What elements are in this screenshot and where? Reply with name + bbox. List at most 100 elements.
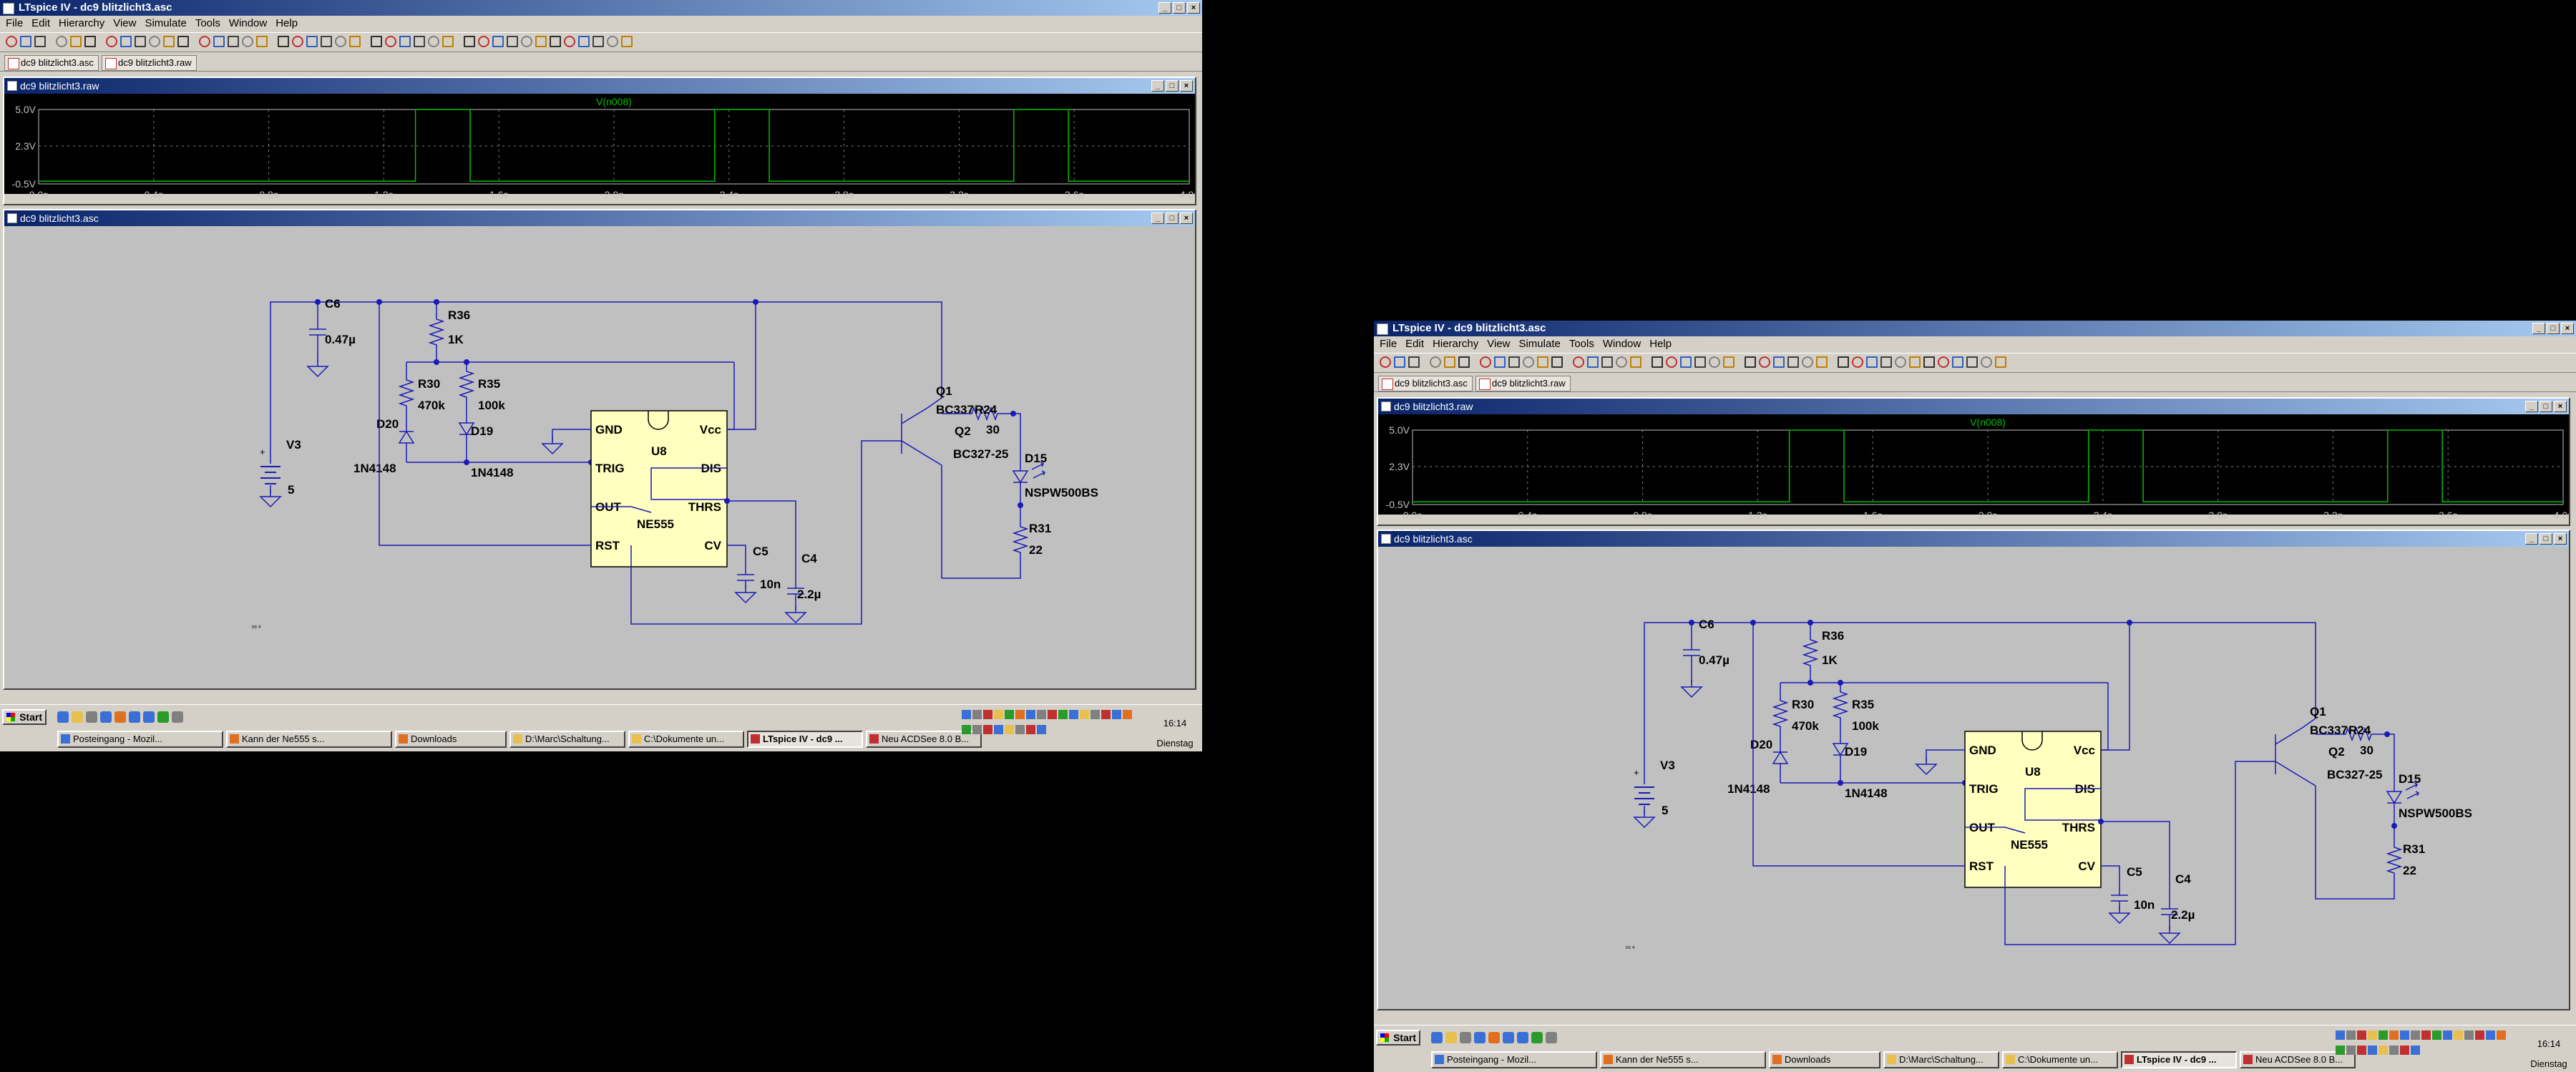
tray-app-icon[interactable] — [1080, 710, 1089, 719]
menu-view[interactable]: View — [1487, 338, 1511, 350]
close-button[interactable]: × — [1180, 213, 1193, 224]
wire-icon[interactable] — [1773, 356, 1785, 368]
wire[interactable] — [318, 301, 942, 346]
menu-file[interactable]: File — [6, 17, 24, 29]
zoom-in-icon[interactable] — [1480, 356, 1491, 368]
wire[interactable] — [270, 301, 318, 464]
delete-icon[interactable] — [1952, 356, 1963, 368]
tray-app-icon[interactable] — [983, 710, 992, 719]
tile-horizontal-icon[interactable] — [213, 36, 225, 47]
minimize-button[interactable]: _ — [2525, 533, 2538, 545]
label-net-icon[interactable] — [428, 36, 439, 47]
tray-app-icon[interactable] — [2368, 1030, 2377, 1040]
redo-icon[interactable] — [1723, 356, 1735, 368]
tray-app-icon[interactable] — [2346, 1030, 2356, 1040]
wire[interactable] — [2101, 623, 2130, 751]
capacitor-c6[interactable] — [1683, 623, 1700, 683]
wire[interactable] — [2275, 761, 2316, 786]
tray-app-icon[interactable] — [962, 725, 971, 734]
schematic-drawing[interactable]: +V35C60.47µR361KR30470kD201N4148R35100kD… — [1378, 547, 2569, 1009]
run-icon[interactable] — [70, 36, 82, 47]
tray-app-icon[interactable] — [1112, 710, 1121, 719]
tray-app-icon[interactable] — [2336, 1030, 2345, 1040]
ic-ne555-body[interactable] — [590, 410, 728, 567]
tray-app-icon[interactable] — [2389, 1046, 2399, 1055]
tile-vertical-icon[interactable] — [1601, 356, 1613, 368]
settings-icon[interactable] — [172, 711, 183, 723]
spice-icon[interactable] — [621, 36, 633, 47]
tray-app-icon[interactable] — [1058, 710, 1068, 719]
taskbar-button-5[interactable]: LTspice IV - dc9 ... — [747, 731, 863, 748]
spice-directive-icon[interactable] — [1759, 356, 1770, 368]
taskbar-button-6[interactable]: Neu ACDSee 8.0 B... — [2240, 1051, 2356, 1068]
zoom-out-icon[interactable] — [120, 36, 132, 47]
close-button[interactable]: × — [2561, 323, 2574, 334]
tray-app-icon[interactable] — [2486, 1030, 2495, 1040]
capacitor-icon[interactable] — [464, 36, 475, 47]
close-windows-icon[interactable] — [1630, 356, 1641, 368]
tray-app-icon[interactable] — [2389, 1030, 2399, 1040]
battery-v3[interactable] — [1634, 786, 1654, 805]
minimize-button[interactable]: _ — [1158, 2, 1171, 14]
menu-file[interactable]: File — [1380, 338, 1397, 350]
tray-app-icon[interactable] — [2346, 1046, 2356, 1055]
wire[interactable] — [901, 440, 942, 466]
tray-app-icon[interactable] — [2357, 1046, 2366, 1055]
taskbar-button-4[interactable]: C:\Dokumente un... — [2002, 1051, 2118, 1068]
tray-app-icon[interactable] — [2497, 1030, 2506, 1040]
diode-d19[interactable] — [1832, 739, 1849, 760]
thunderbird-icon[interactable] — [1503, 1032, 1514, 1043]
wire[interactable] — [2101, 821, 2170, 897]
close-button[interactable]: × — [2554, 401, 2567, 412]
tray-app-icon[interactable] — [2336, 1046, 2345, 1055]
open-icon[interactable] — [1394, 356, 1405, 368]
taskbar-button-1[interactable]: Kann der Ne555 s... — [1600, 1051, 1766, 1068]
undo-icon[interactable] — [335, 36, 346, 47]
new-schematic-icon[interactable] — [6, 36, 17, 47]
halt-icon[interactable] — [84, 36, 96, 47]
taskbar-button-0[interactable]: Posteingang - Mozil... — [1431, 1051, 1597, 1068]
tray-app-icon[interactable] — [2379, 1030, 2388, 1040]
taskbar-button-2[interactable]: Downloads — [1769, 1051, 1880, 1068]
cut-icon[interactable] — [278, 36, 289, 47]
menu-hierarchy[interactable]: Hierarchy — [59, 17, 105, 29]
drag-icon[interactable] — [1923, 356, 1935, 368]
cascade-icon[interactable] — [1616, 356, 1627, 368]
zoom-out-icon[interactable] — [1494, 356, 1506, 368]
run-icon[interactable] — [1444, 356, 1455, 368]
minimize-button[interactable]: _ — [1151, 80, 1164, 92]
wire[interactable] — [901, 346, 942, 424]
resistor-r30[interactable] — [398, 374, 415, 412]
mirror-icon[interactable] — [1909, 356, 1921, 368]
maximize-button[interactable]: □ — [2540, 533, 2552, 545]
control-panel-icon[interactable] — [56, 36, 67, 47]
tray-app-icon[interactable] — [972, 710, 982, 719]
ground-symbol[interactable] — [734, 585, 757, 604]
tray-app-icon[interactable] — [1091, 710, 1100, 719]
menu-view[interactable]: View — [113, 17, 137, 29]
resistor-r35[interactable] — [458, 362, 475, 406]
tray-app-icon[interactable] — [1015, 710, 1025, 719]
component-icon[interactable] — [1880, 356, 1892, 368]
wire[interactable] — [2024, 788, 2101, 821]
wire[interactable] — [727, 302, 756, 430]
ic-ne555-body[interactable] — [1964, 731, 2102, 888]
tab-raw[interactable]: dc9 blitzlicht3.raw — [102, 55, 197, 71]
taskbar-button-0[interactable]: Posteingang - Mozil... — [57, 731, 223, 748]
resistor-r36[interactable] — [428, 302, 445, 362]
ground-symbol[interactable] — [784, 605, 807, 624]
wire[interactable] — [727, 545, 746, 567]
delete-icon[interactable] — [578, 36, 590, 47]
tray-app-icon[interactable] — [2357, 1030, 2366, 1040]
wire[interactable] — [2275, 667, 2316, 745]
duplicate-icon[interactable] — [592, 36, 604, 47]
font-icon[interactable] — [1981, 356, 1992, 368]
menu-tools[interactable]: Tools — [195, 17, 220, 29]
tray-app-icon[interactable] — [983, 725, 992, 734]
diode-icon[interactable] — [1866, 356, 1878, 368]
globe-icon[interactable] — [1531, 1032, 1543, 1043]
capacitor-c4[interactable] — [2161, 897, 2178, 926]
